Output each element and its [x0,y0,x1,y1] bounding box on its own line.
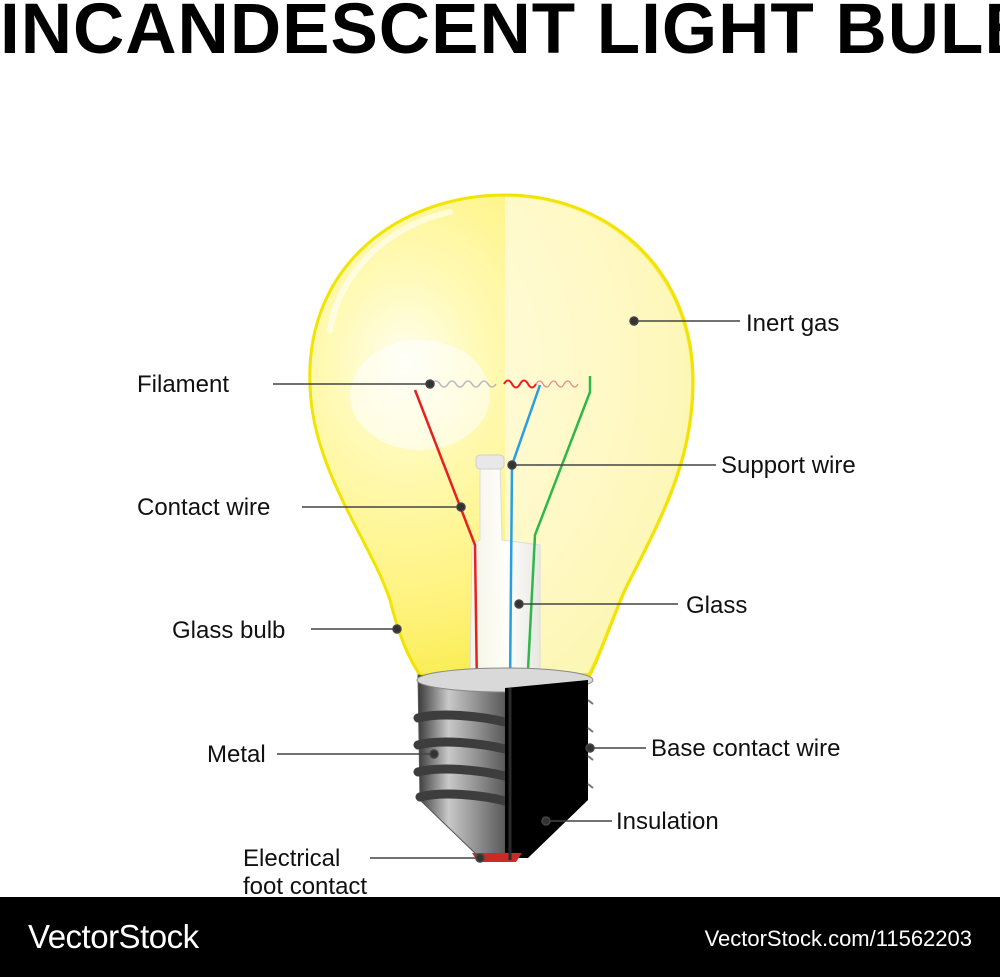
insulation [505,680,594,858]
label-electrical-foot-contact-line1: Electrical [243,845,341,872]
label-insulation: Insulation [616,808,719,835]
glass-stem [469,454,541,676]
label-glass: Glass [686,592,748,619]
label-metal: Metal [207,741,266,768]
diagram-title: INCANDESCENT LIGHT BULB [0,0,1000,69]
leader-lines [273,316,740,863]
label-support-wire: Support wire [721,452,856,479]
footer-url: VectorStock.com/11562203 [704,926,972,951]
filament-coil [431,379,579,389]
label-contact-wire: Contact wire [137,494,271,521]
metal-base [413,667,594,859]
label-glass-bulb: Glass bulb [172,617,286,644]
footer-bar [0,897,1000,977]
label-inert-gas: Inert gas [746,310,840,337]
label-filament: Filament [137,371,230,398]
label-electrical-foot-contact-line2: foot contact [243,872,368,900]
footer-brand: VectorStock [28,918,199,955]
label-base-contact-wire: Base contact wire [651,735,841,762]
label-electrical-foot-contact: Electrical foot contact [243,845,367,900]
